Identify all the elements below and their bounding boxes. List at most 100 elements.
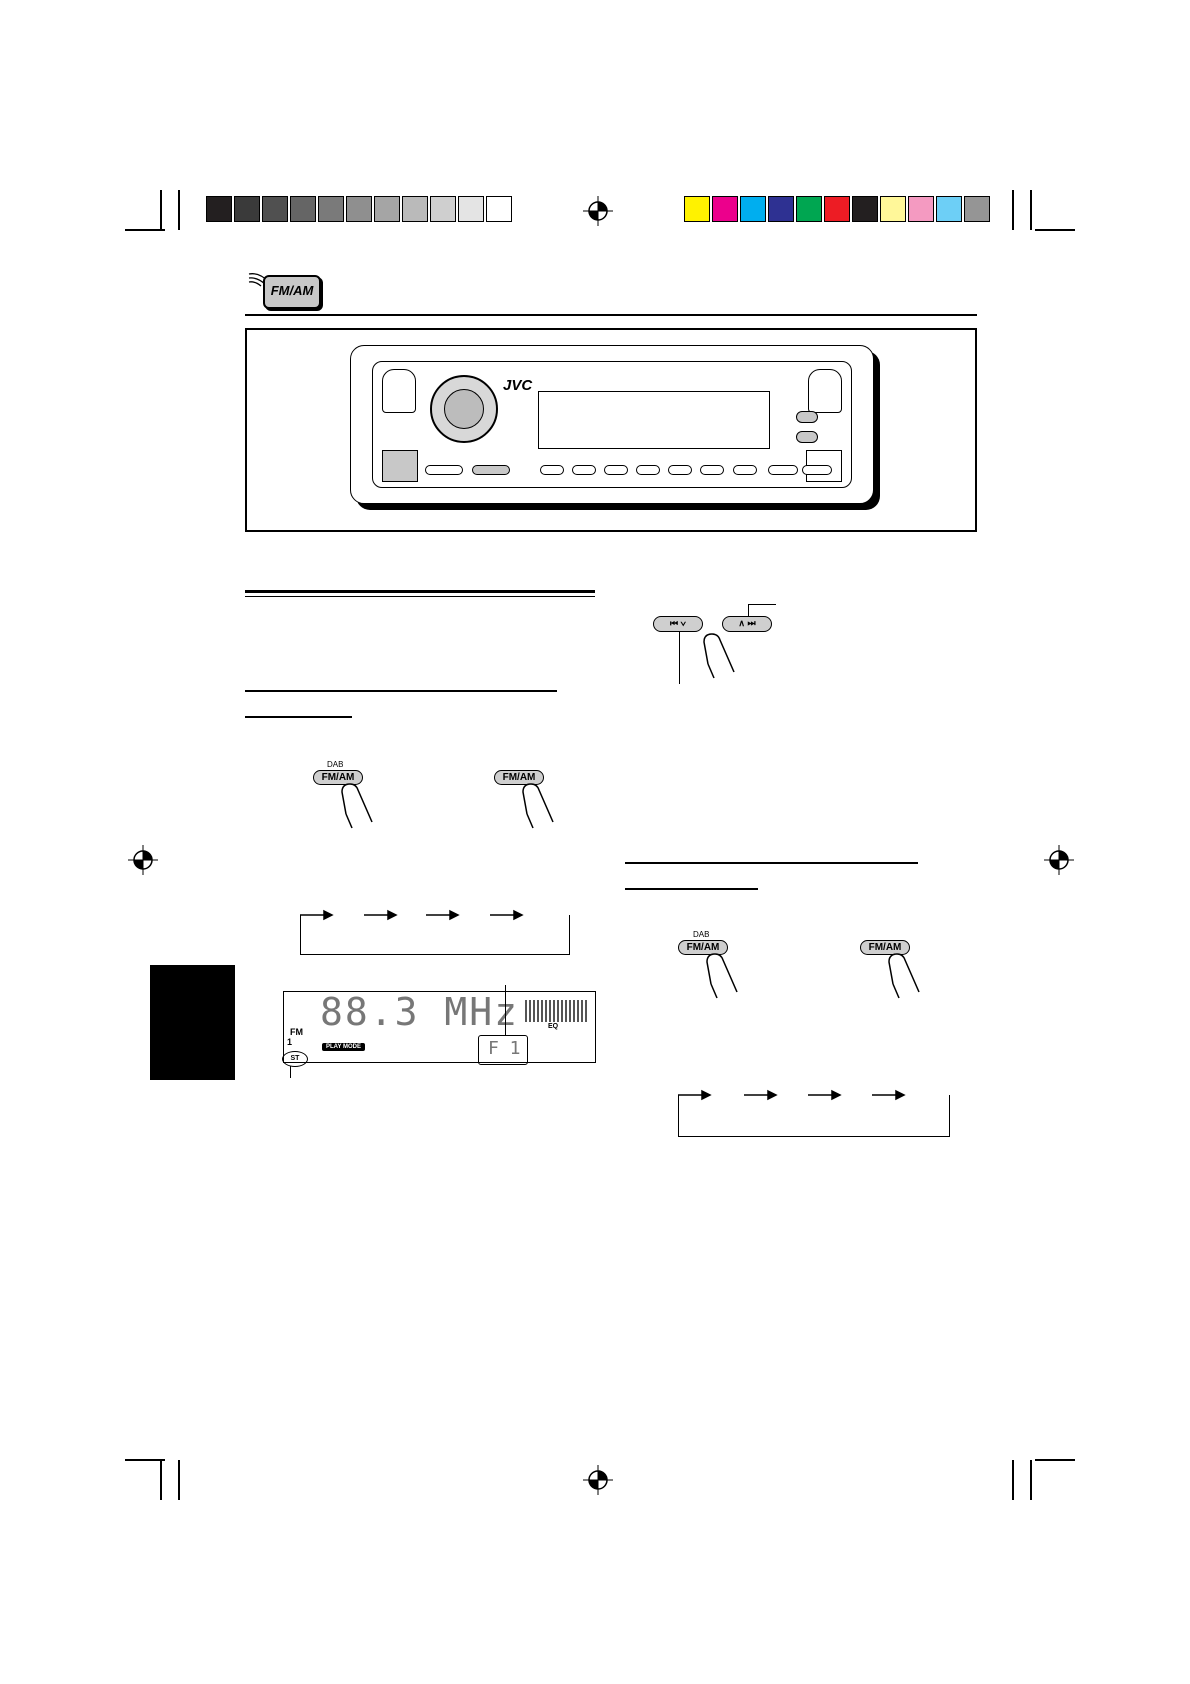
dab-label: DAB — [693, 930, 710, 939]
left-lower-panel — [382, 450, 418, 482]
crop-mark — [1035, 1459, 1075, 1461]
color-swatch — [796, 196, 822, 222]
callout-line — [505, 985, 507, 1035]
finger-press-icon — [341, 783, 373, 829]
crop-mark — [1012, 190, 1014, 230]
band-sequence-arrows — [300, 909, 524, 921]
lcd-stereo-indicator: ST — [282, 1051, 308, 1067]
lcd-eq-bars — [525, 1000, 589, 1022]
lcd-display — [283, 991, 596, 1063]
crop-mark — [1030, 1460, 1032, 1500]
color-swatch — [374, 196, 400, 222]
color-swatch — [852, 196, 878, 222]
band-sequence-loop — [678, 1095, 950, 1137]
dial-inner — [444, 389, 484, 429]
preset-button[interactable] — [700, 465, 724, 475]
color-swatch — [880, 196, 906, 222]
registration-target-icon — [583, 196, 613, 226]
fm-am-button-2[interactable]: FM/AM — [494, 770, 544, 785]
registration-target-icon — [1044, 845, 1074, 875]
lcd-eq-label: EQ — [548, 1023, 559, 1030]
radio-illustration-frame — [245, 328, 977, 532]
color-swatch — [740, 196, 766, 222]
registration-target-icon — [583, 1465, 613, 1495]
preset-button[interactable] — [572, 465, 596, 475]
color-swatch — [768, 196, 794, 222]
band-sequence-arrows — [678, 1089, 906, 1101]
fm-am-button[interactable]: FM/AM — [678, 940, 728, 955]
finger-press-icon — [706, 953, 738, 999]
preset-button[interactable] — [768, 465, 798, 475]
side-button-1[interactable] — [796, 411, 818, 423]
preset-button[interactable] — [472, 465, 510, 475]
crop-mark — [1035, 229, 1075, 231]
lcd-preset-box — [478, 1035, 528, 1065]
subsection-rule — [625, 862, 918, 864]
fm-am-header-icon: FM/AM — [247, 270, 321, 309]
subsection-rule-short — [625, 888, 758, 890]
color-swatch — [318, 196, 344, 222]
fm-am-button[interactable]: FM/AM — [313, 770, 363, 785]
color-swatch — [936, 196, 962, 222]
right-release-button[interactable] — [808, 369, 842, 413]
radio-faceplate — [372, 361, 852, 488]
section-rule-thin — [245, 596, 595, 597]
color-swatch — [908, 196, 934, 222]
callout-line — [748, 604, 776, 606]
finger-press-icon — [522, 783, 554, 829]
color-swatch — [964, 196, 990, 222]
crop-mark — [160, 1460, 162, 1500]
color-swatch — [430, 196, 456, 222]
color-swatch — [290, 196, 316, 222]
color-swatch — [458, 196, 484, 222]
lcd-play-mode: PLAY MODE — [322, 1043, 366, 1051]
preset-button[interactable] — [604, 465, 628, 475]
lcd-band-number: 1 — [287, 1037, 293, 1047]
crop-mark — [178, 190, 180, 230]
side-button-2[interactable] — [796, 431, 818, 443]
finger-press-icon — [888, 953, 920, 999]
subsection-rule-short — [245, 716, 352, 718]
registration-target-icon — [128, 845, 158, 875]
preset-button[interactable] — [636, 465, 660, 475]
preset-button[interactable] — [733, 465, 757, 475]
crop-mark — [125, 1459, 165, 1461]
header-rule — [245, 314, 977, 316]
control-dial[interactable] — [430, 375, 498, 443]
color-swatch — [684, 196, 710, 222]
callout-line — [679, 632, 681, 684]
section-rule-thick — [245, 590, 595, 593]
fm-am-button-2[interactable]: FM/AM — [860, 940, 910, 955]
lcd-frequency: 88.3 MHz — [320, 990, 520, 1034]
callout-line — [748, 604, 750, 616]
fm-am-badge: FM/AM — [263, 275, 321, 309]
preset-button[interactable] — [540, 465, 564, 475]
callout-line — [290, 1066, 292, 1078]
crop-mark — [1030, 190, 1032, 230]
crop-mark — [160, 190, 162, 230]
color-swatch — [824, 196, 850, 222]
radio-display-window — [538, 391, 770, 449]
preset-button[interactable] — [425, 465, 463, 475]
preset-button[interactable] — [802, 465, 832, 475]
color-swatch — [486, 196, 512, 222]
radio-body — [350, 345, 874, 504]
crop-mark — [178, 1460, 180, 1500]
band-sequence-loop — [300, 915, 570, 955]
seek-up-button[interactable]: ∧ ⏭ — [722, 616, 772, 632]
left-release-button[interactable] — [382, 369, 416, 413]
crop-mark — [1012, 1460, 1014, 1500]
seek-down-button[interactable]: ⏮ ∨ — [653, 616, 703, 632]
color-swatch — [712, 196, 738, 222]
crop-mark — [125, 229, 165, 231]
lcd-preset: F 1 — [488, 1038, 521, 1059]
side-tab — [150, 965, 235, 1080]
brand-logo: JVC — [503, 377, 533, 394]
preset-button[interactable] — [668, 465, 692, 475]
radio-unit: JVC — [350, 345, 880, 510]
finger-press-icon — [703, 633, 735, 679]
color-swatch — [262, 196, 288, 222]
dab-label: DAB — [327, 760, 344, 769]
color-swatch — [346, 196, 372, 222]
color-swatch — [234, 196, 260, 222]
